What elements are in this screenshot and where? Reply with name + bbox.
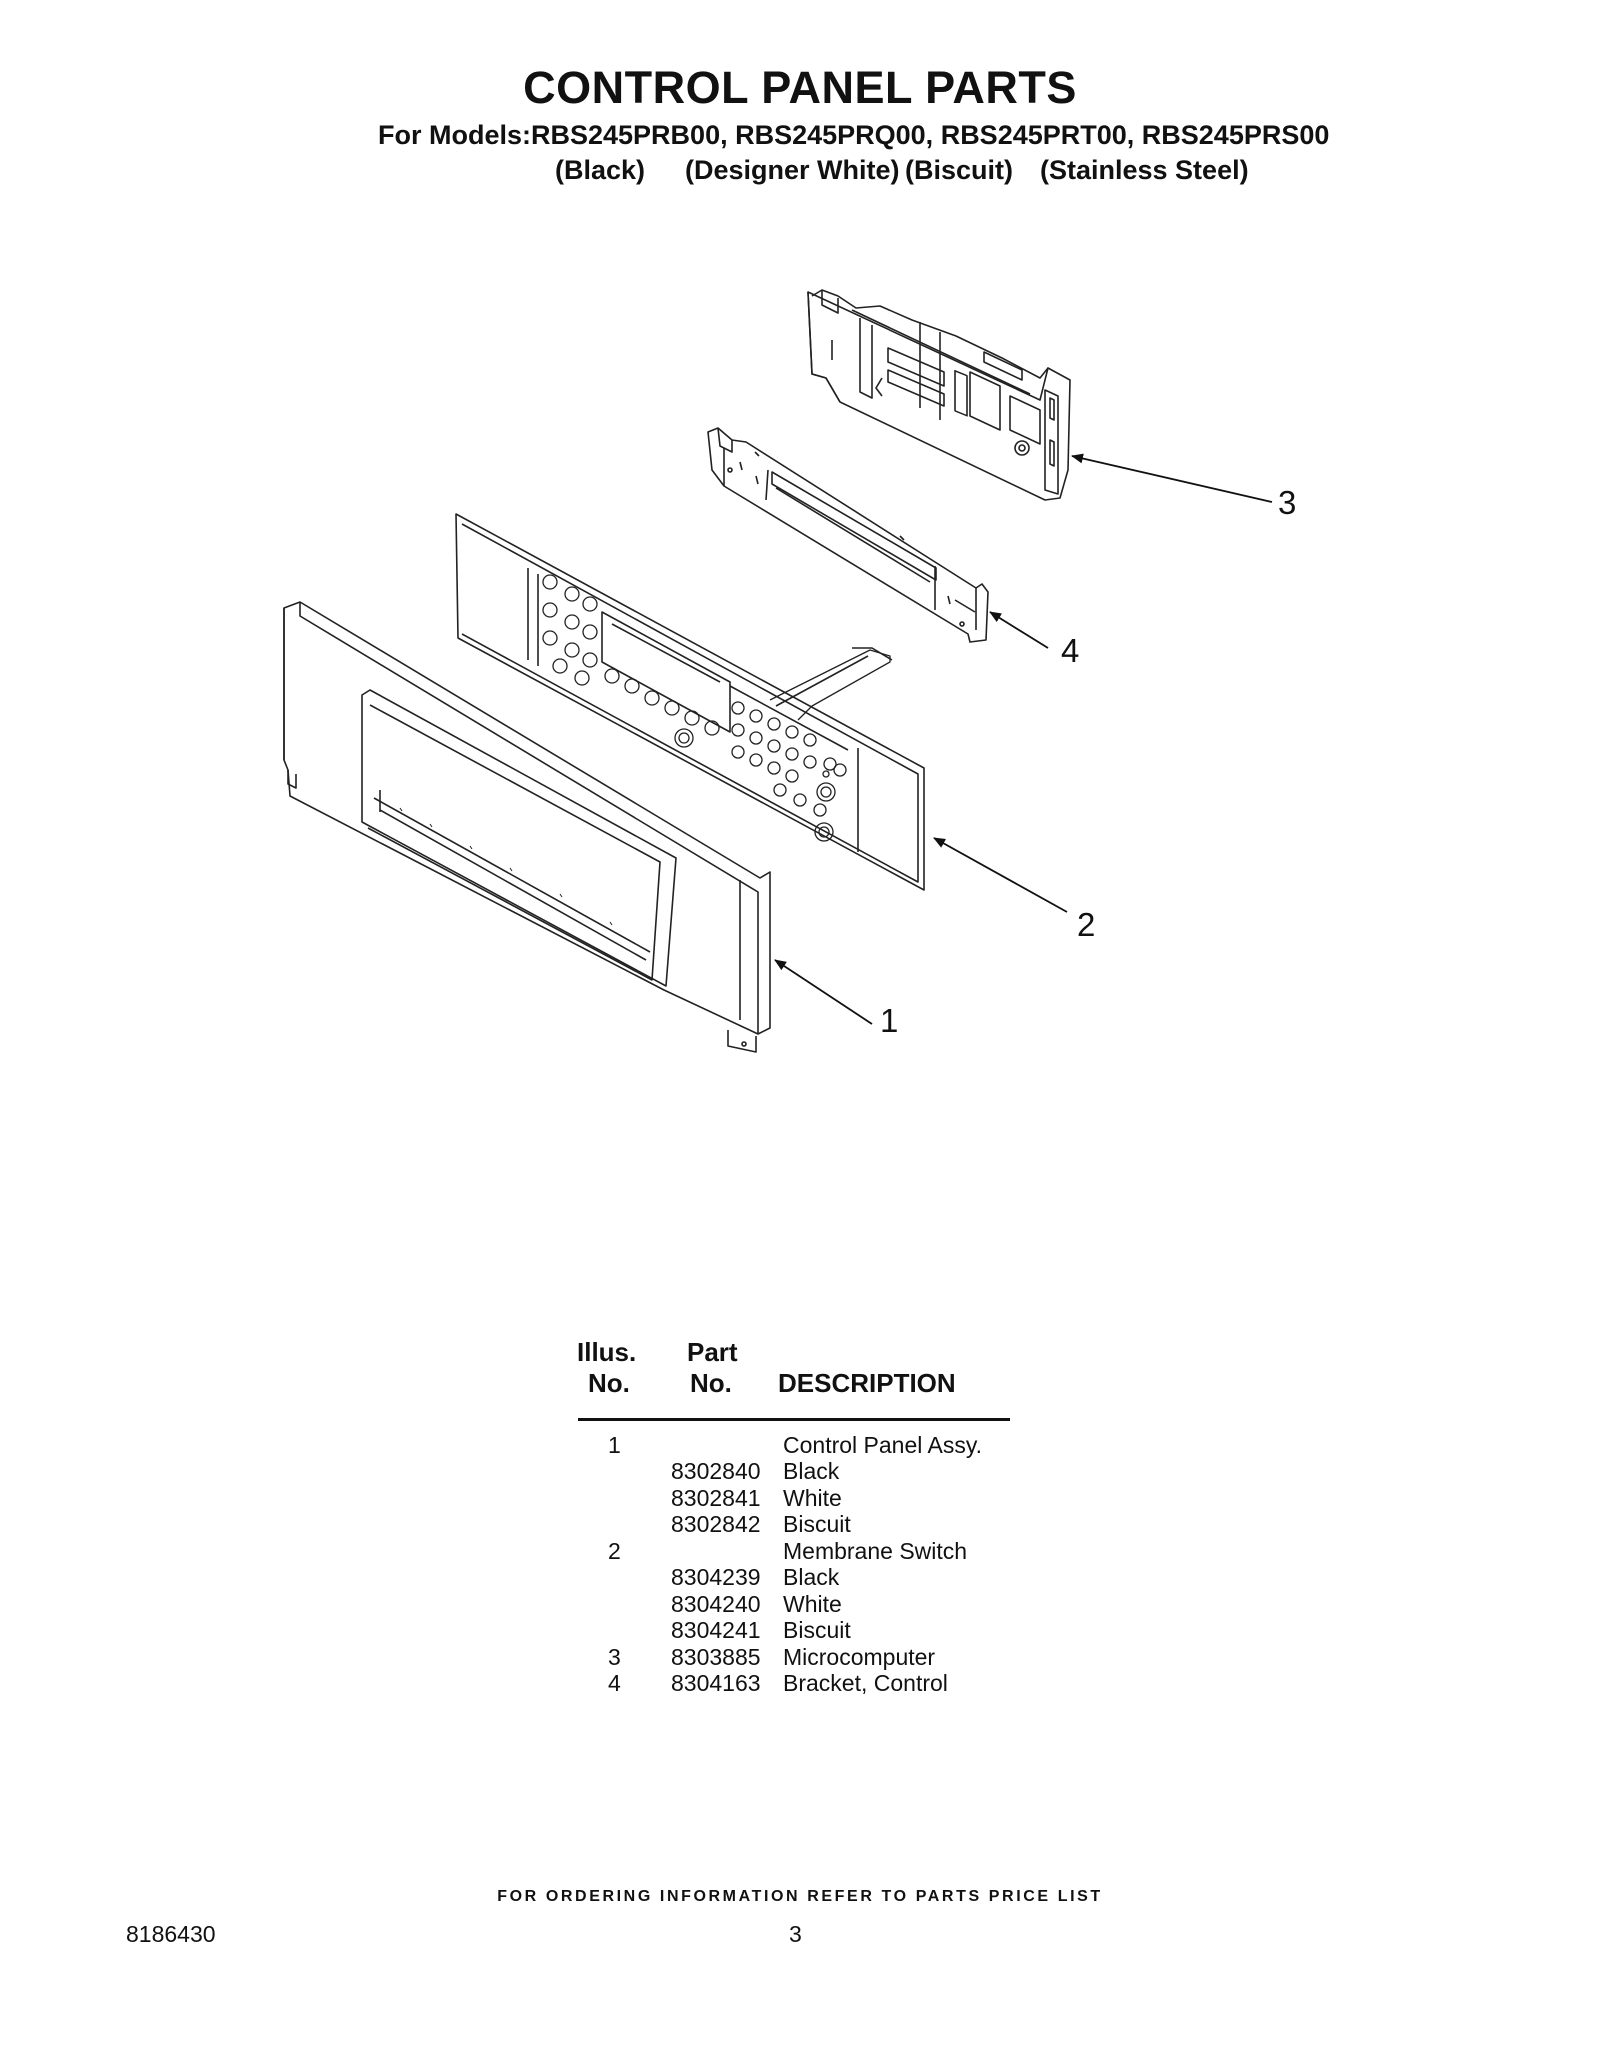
- part-no: 8304241: [671, 1617, 761, 1643]
- part-description: Black: [783, 1564, 840, 1590]
- header-illus-top: Illus.: [577, 1337, 637, 1367]
- model-color-biscuit: (Biscuit): [905, 155, 1013, 185]
- part-no: 8302841: [671, 1485, 761, 1511]
- membrane-switch-part: [455, 513, 925, 891]
- part-no: 8304163: [671, 1670, 761, 1696]
- model-color-black: (Black): [555, 155, 646, 185]
- part-no: 8302840: [671, 1458, 761, 1484]
- callout-leaders: [774, 453, 1273, 1025]
- part-no: 8304240: [671, 1591, 761, 1617]
- document-number: 8186430: [126, 1921, 216, 1947]
- control-panel-assy-part: [283, 601, 771, 1053]
- illus-no: 1: [608, 1432, 621, 1458]
- part-description: Bracket, Control: [783, 1670, 948, 1696]
- microcomputer-part: [807, 289, 1071, 501]
- page-title: CONTROL PANEL PARTS: [523, 62, 1077, 113]
- illus-no: 3: [608, 1644, 621, 1670]
- part-no: 8304239: [671, 1564, 761, 1590]
- models-line: For Models:RBS245PRB00, RBS245PRQ00, RBS…: [378, 120, 1330, 150]
- part-description: Control Panel Assy.: [783, 1432, 983, 1458]
- part-description: Microcomputer: [783, 1644, 936, 1670]
- part-description: Black: [783, 1458, 840, 1484]
- illus-no: 4: [608, 1670, 621, 1696]
- page-number: 3: [789, 1921, 802, 1947]
- illus-no: 2: [608, 1538, 621, 1564]
- part-description: Membrane Switch: [783, 1538, 968, 1564]
- callout-4-label: 4: [1061, 632, 1080, 669]
- part-no: 8303885: [671, 1644, 761, 1670]
- header-part-top: Part: [687, 1337, 738, 1367]
- bracket-control-part: [707, 427, 989, 643]
- header-part-bottom: No.: [690, 1368, 732, 1398]
- ordering-footer-note: FOR ORDERING INFORMATION REFER TO PARTS …: [497, 1888, 1103, 1905]
- model-color-designer-white: (Designer White): [685, 155, 900, 185]
- part-description: White: [783, 1591, 842, 1617]
- part-description: Biscuit: [783, 1617, 851, 1643]
- header-illus-bottom: No.: [588, 1368, 630, 1398]
- model-color-stainless-steel: (Stainless Steel): [1040, 155, 1249, 185]
- part-description: White: [783, 1485, 842, 1511]
- header-description: DESCRIPTION: [778, 1368, 956, 1398]
- callout-3-label: 3: [1278, 484, 1297, 521]
- callout-1-label: 1: [880, 1002, 899, 1039]
- part-description: Biscuit: [783, 1511, 851, 1537]
- part-no: 8302842: [671, 1511, 761, 1537]
- header-rule: [578, 1418, 1010, 1421]
- exploded-parts-diagram: [283, 289, 1273, 1053]
- callout-2-label: 2: [1077, 906, 1096, 943]
